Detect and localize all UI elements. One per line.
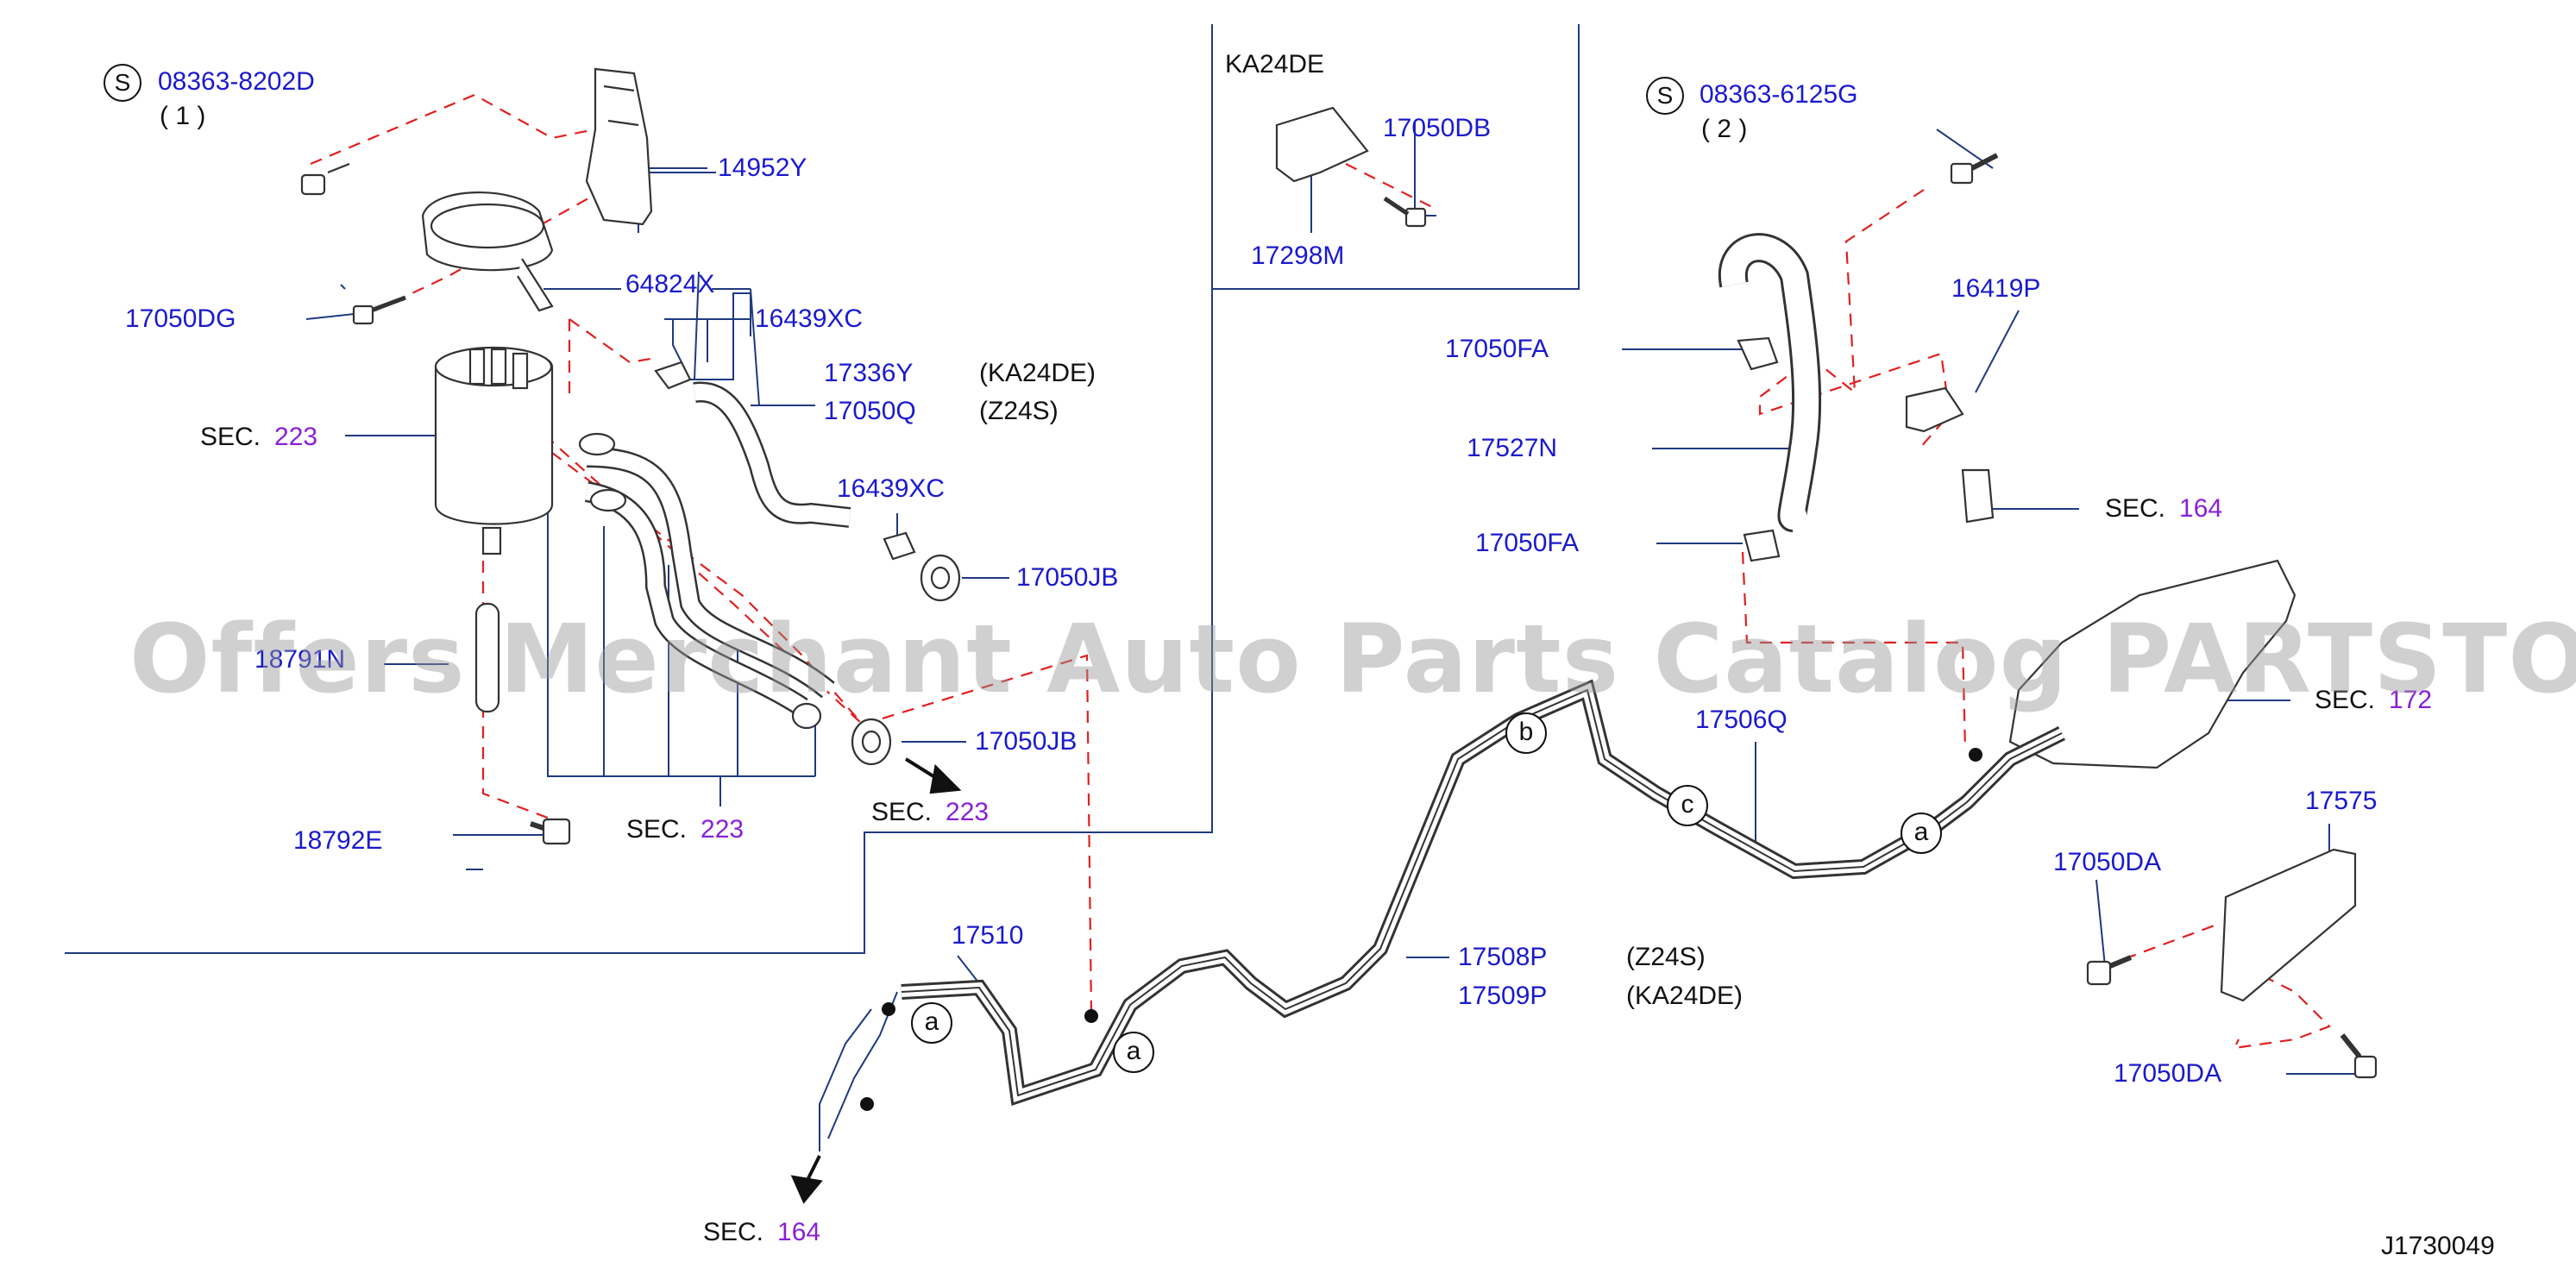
sec-164-bottom[interactable]: SEC. 164 [703,1218,820,1247]
label-17575[interactable]: 17575 [2305,787,2378,815]
label-17050da-b[interactable]: 17050DA [2114,1059,2222,1088]
bolt-17050da-a [2086,955,2133,986]
sec-word: SEC. [2105,494,2166,523]
sec-word: SEC. [200,423,261,451]
pin-a-3: a [1901,813,1942,854]
components [300,67,2378,1079]
region-borders [65,24,1580,954]
label-64824x[interactable]: 64824X [625,270,715,298]
label-17506q[interactable]: 17506Q [1695,706,1787,734]
sec-word: SEC. [2315,686,2376,714]
label-17050fa-a[interactable]: 17050FA [1445,335,1549,363]
sec-number: 223 [701,815,745,844]
label-17050jb-a[interactable]: 17050JB [1016,563,1119,592]
label-18791n[interactable]: 18791N [254,645,346,674]
connector-sec164 [1961,468,1995,524]
label-17050q[interactable]: 17050Q [824,397,916,425]
label-17508p[interactable]: 17508P [1458,943,1548,971]
label-17527n[interactable]: 17527N [1467,434,1558,462]
bolt-17050da-b [2340,1033,2378,1079]
sec-number: 164 [2179,494,2223,523]
sec-word: SEC. [626,815,688,844]
bolt-18792e [530,818,571,845]
dash-connectors [310,93,2331,1050]
direction-arrows [790,757,962,1204]
label-16439xc-a[interactable]: 16439XC [755,304,864,333]
hose-18791n [474,602,500,713]
label-17050fa-b[interactable]: 17050FA [1475,529,1580,557]
sec-word: SEC. [703,1218,764,1246]
label-16439xc-b[interactable]: 16439XC [837,474,946,503]
sec-164-right[interactable]: SEC. 164 [2105,494,2222,524]
engine-box-title: KA24DE [1225,50,1325,78]
clamp-16419p [1905,386,1964,433]
screw-08363-6125g [1950,153,1999,185]
sec-223-bottom[interactable]: SEC. 223 [626,815,744,844]
sec-172[interactable]: SEC. 172 [2315,686,2432,715]
bracket-17298m [1275,106,1369,183]
pin-b: b [1505,712,1547,754]
arrow-to-sec164 [790,1175,823,1204]
clamp-17050fa-b [1743,529,1781,562]
qty-1: ( 1 ) [160,102,206,130]
watermark: Offers Merchant Auto Parts Catalog PARTS… [129,604,2576,714]
label-16419p[interactable]: 16419P [1951,274,2041,303]
pin-a-1: a [911,1002,952,1044]
clip-16439xc-a [654,361,692,390]
sec-223-arrow[interactable]: SEC. 223 [871,798,989,827]
note-17509p: (KA24DE) [1626,982,1744,1010]
pin-a-2: a [1113,1032,1154,1073]
screw-08363-8202d [300,162,350,196]
label-17509p[interactable]: 17509P [1458,982,1548,1010]
bolt-17050db [1383,196,1427,228]
sec-223-left[interactable]: SEC. 223 [200,423,317,452]
junction-dots [860,748,1982,1111]
sec-number: 164 [777,1218,821,1246]
bracket-17575 [2220,848,2357,1002]
label-17336y[interactable]: 17336Y [824,359,914,387]
note-17508p: (Z24S) [1626,943,1706,971]
bracket-14952y [585,67,653,226]
label-17050dg[interactable]: 17050DG [125,304,236,333]
label-08363-6125g[interactable]: 08363-6125G [1700,80,1858,109]
reference-code: J1730049 [2381,1232,2495,1260]
canister-clamp [421,191,554,272]
symbol-s-2: S [1646,77,1684,115]
sec-number: 223 [946,798,990,826]
sec-number: 223 [274,423,318,451]
note-17050q: (Z24S) [979,397,1059,425]
label-14952y[interactable]: 14952Y [718,154,807,182]
symbol-s-1: S [104,64,141,102]
pin-c: c [1667,785,1708,826]
clamp-17050fa-a [1737,336,1779,371]
clip-16439xc-b [883,531,916,561]
qty-2: ( 2 ) [1701,115,1748,143]
arrow-to-sec223 [929,763,962,794]
sec-word: SEC. [871,798,933,826]
fuel-lines [819,679,2066,1151]
sec-number: 172 [2389,686,2433,714]
screw-17050dg [352,295,406,325]
label-17298m[interactable]: 17298M [1251,242,1345,270]
label-17050db[interactable]: 17050DB [1383,114,1492,142]
label-17050da-a[interactable]: 17050DA [2053,848,2162,876]
label-17510[interactable]: 17510 [952,921,1024,950]
note-17336y: (KA24DE) [979,359,1096,387]
label-17050jb-b[interactable]: 17050JB [975,727,1078,756]
label-08363-8202d[interactable]: 08363-8202D [158,67,315,96]
tank-sec172 [2008,559,2296,769]
evap-canister [434,346,554,555]
label-18792e[interactable]: 18792E [293,826,383,855]
